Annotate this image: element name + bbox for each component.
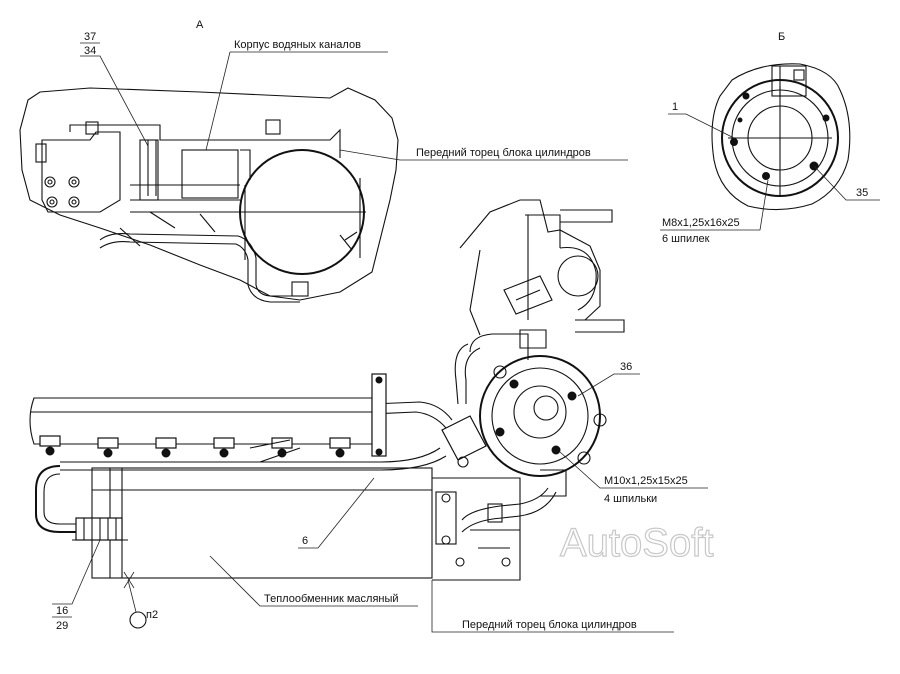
leader-lines <box>52 51 880 633</box>
view-a-detail <box>19 87 399 303</box>
view-b-detail <box>711 63 851 211</box>
stud-spec-main: M10x1,25x15x25 <box>604 475 688 487</box>
caption-oil-heat-exchanger: Теплообменник масляный <box>264 593 399 605</box>
stud-count-main: 4 шпильки <box>604 493 657 505</box>
callout-35: 35 <box>856 187 868 199</box>
callout-34: 34 <box>84 45 96 57</box>
callout-n2: п2 <box>146 609 158 621</box>
stud-spec-b: M8x1,25x16x25 <box>662 217 740 229</box>
caption-front-face-bottom: Передний торец блока цилиндров <box>462 619 637 631</box>
labels: А Б 37 34 Корпус водяных каналов Передни… <box>52 19 868 632</box>
caption-front-face-top: Передний торец блока цилиндров <box>416 147 591 159</box>
callout-29: 29 <box>56 620 68 632</box>
caption-water-channel-housing: Корпус водяных каналов <box>234 39 361 51</box>
main-assembly <box>29 199 625 629</box>
view-a-label: А <box>196 19 204 31</box>
callout-6: 6 <box>302 535 308 547</box>
callout-36: 36 <box>620 361 632 373</box>
watermark: AutoSoft <box>560 521 713 565</box>
callout-1: 1 <box>672 101 678 113</box>
view-b-label: Б <box>778 31 785 43</box>
callout-37: 37 <box>84 31 96 43</box>
stud-count-b: 6 шпилек <box>662 233 710 245</box>
callout-16: 16 <box>56 605 68 617</box>
